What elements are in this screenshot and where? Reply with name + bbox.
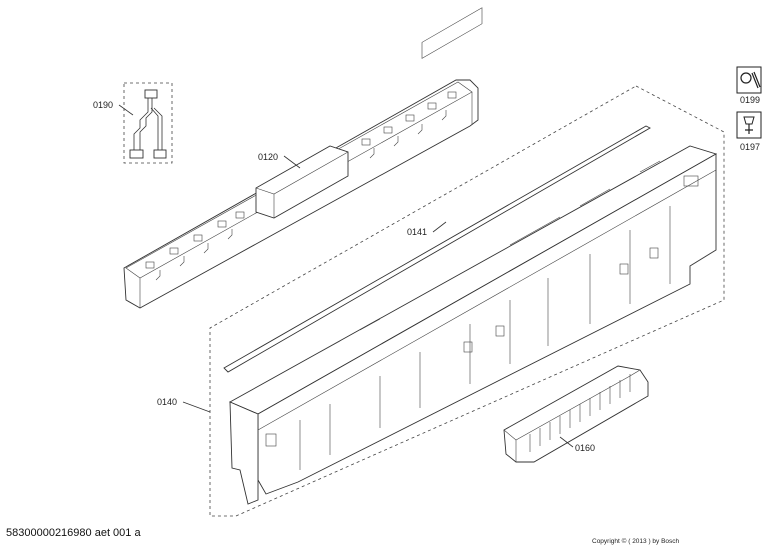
control-module-0120[interactable] xyxy=(123,79,479,309)
label-0197: 0197 xyxy=(740,142,760,152)
label-0160: 0160 xyxy=(575,443,595,453)
accessory-tool-bit-icon[interactable] xyxy=(736,111,762,139)
label-0141: 0141 xyxy=(407,227,427,237)
handle-0160[interactable] xyxy=(503,365,649,463)
label-0199: 0199 xyxy=(740,95,760,105)
label-0190: 0190 xyxy=(93,100,113,110)
service-wrench-icon[interactable] xyxy=(736,66,762,94)
control-panel-0140[interactable] xyxy=(209,7,725,517)
wiring-harness-0190[interactable] xyxy=(123,82,173,164)
trim-strip-0141[interactable] xyxy=(223,125,651,373)
label-0120: 0120 xyxy=(258,152,278,162)
label-0140: 0140 xyxy=(157,397,177,407)
leader-lines xyxy=(118,104,574,448)
copyright-text: Copyright © ( 2013 ) by Bosch xyxy=(592,538,680,545)
diagram-id: 58300000216980 aet 001 a xyxy=(6,527,141,539)
